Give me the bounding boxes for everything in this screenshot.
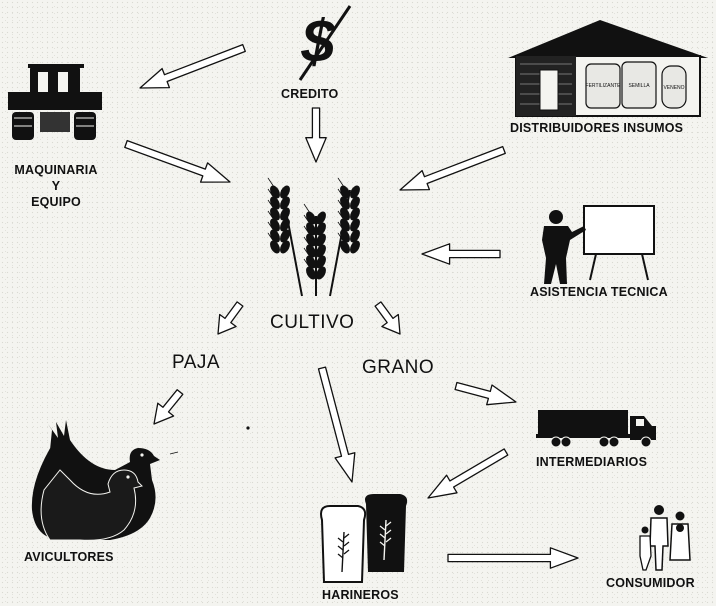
wheat-awn xyxy=(267,199,275,210)
maquinaria-line: MAQUINARIA xyxy=(14,163,98,177)
wheat-grain xyxy=(280,185,290,199)
arrow-cultivo-to-harineros xyxy=(317,366,356,483)
wheat-grain xyxy=(316,222,326,236)
harineros-label: HARINEROS xyxy=(322,588,399,602)
arrow-maquinaria-to-cultivo xyxy=(124,139,231,183)
wheat-awn xyxy=(267,210,275,221)
wheat-grain xyxy=(270,240,280,254)
wheat-grain xyxy=(316,255,326,269)
store-house-icon: FERTILIZANTE SEMILLA VENENO xyxy=(508,20,708,117)
wheat-grain xyxy=(280,218,290,232)
paja-label: PAJA xyxy=(172,352,221,373)
speck xyxy=(246,426,250,430)
wheat-grain xyxy=(350,229,360,243)
family-icon xyxy=(639,505,691,571)
flour-sacks-icon xyxy=(320,494,408,583)
arrow-grano-to-intermediarios xyxy=(454,381,517,406)
arrow-credito-to-cultivo xyxy=(305,107,327,163)
svg-text:FERTILIZANTE: FERTILIZANTE xyxy=(586,83,622,89)
teacher-board-icon xyxy=(542,205,655,284)
wheat-awn xyxy=(337,221,345,232)
credito-label: CREDITO xyxy=(281,87,339,101)
arrow-intermediarios-to-harineros xyxy=(427,448,509,499)
maquinaria-label: MAQUINARIA Y EQUIPO xyxy=(6,162,106,210)
wheat-grain xyxy=(280,207,290,221)
wheat-grain xyxy=(280,240,290,254)
consumidor-label: CONSUMIDOR xyxy=(606,576,695,590)
wheat-awn xyxy=(337,199,345,210)
dollar-sign-glyph: $ xyxy=(300,8,335,75)
arrow-distribuidores-to-cultivo xyxy=(399,145,506,191)
svg-text:VENENO: VENENO xyxy=(663,85,684,91)
wheat-awn xyxy=(303,247,311,258)
arrow-cultivo-to-paja xyxy=(217,301,244,335)
wheat-awn xyxy=(337,210,345,221)
arrow-asistencia-to-cultivo xyxy=(421,243,501,265)
wheat-grain xyxy=(316,266,326,280)
wheat-awn xyxy=(337,177,345,188)
wheat-awn xyxy=(267,232,275,243)
wheat-grain xyxy=(350,196,360,210)
grano-label: GRANO xyxy=(362,357,435,378)
wheat-grain xyxy=(340,240,350,254)
wheat-grain xyxy=(280,229,290,243)
arrow-paja-to-avicultores xyxy=(153,389,184,425)
wheat-awn xyxy=(267,221,275,232)
wheat-grain xyxy=(306,266,316,280)
arrow-harineros-to-consumidor xyxy=(447,547,579,569)
wheat-grain xyxy=(316,211,326,225)
wheat-awn xyxy=(267,188,275,199)
asistencia-label: ASISTENCIA TECNICA xyxy=(530,285,668,299)
wheat-grain xyxy=(280,196,290,210)
wheat-bundle-icon xyxy=(267,177,360,297)
wheat-awn xyxy=(303,258,311,269)
arrow-to-maquinaria-from xyxy=(139,43,246,89)
wheat-grain xyxy=(350,185,360,199)
maquinaria-line: EQUIPO xyxy=(31,195,81,209)
intermediarios-label: INTERMEDIARIOS xyxy=(536,455,648,469)
wheat-grain xyxy=(316,233,326,247)
wheat-grain xyxy=(350,240,360,254)
wheat-awn xyxy=(303,214,311,225)
avicultores-label: AVICULTORES xyxy=(24,550,114,564)
cultivo-label: CULTIVO xyxy=(270,312,355,333)
hens-icon xyxy=(31,420,160,541)
wheat-awn xyxy=(303,203,311,214)
svg-text:SEMILLA: SEMILLA xyxy=(628,83,650,89)
wheat-awn xyxy=(303,225,311,236)
wheat-grain xyxy=(316,244,326,258)
wheat-awn xyxy=(303,236,311,247)
arrow-cultivo-to-grano xyxy=(374,301,401,335)
wheat-grain xyxy=(350,218,360,232)
maquinaria-line: Y xyxy=(51,179,61,193)
wheat-grain xyxy=(350,207,360,221)
speck xyxy=(169,451,179,455)
truck-icon xyxy=(536,410,656,448)
wheat-awn xyxy=(267,177,275,188)
dollar-icon: $ xyxy=(298,5,352,81)
wheat-awn xyxy=(337,232,345,243)
wheat-awn xyxy=(337,188,345,199)
distribuidores-label: DISTRIBUIDORES INSUMOS xyxy=(510,121,684,135)
tractor-icon xyxy=(8,64,102,140)
